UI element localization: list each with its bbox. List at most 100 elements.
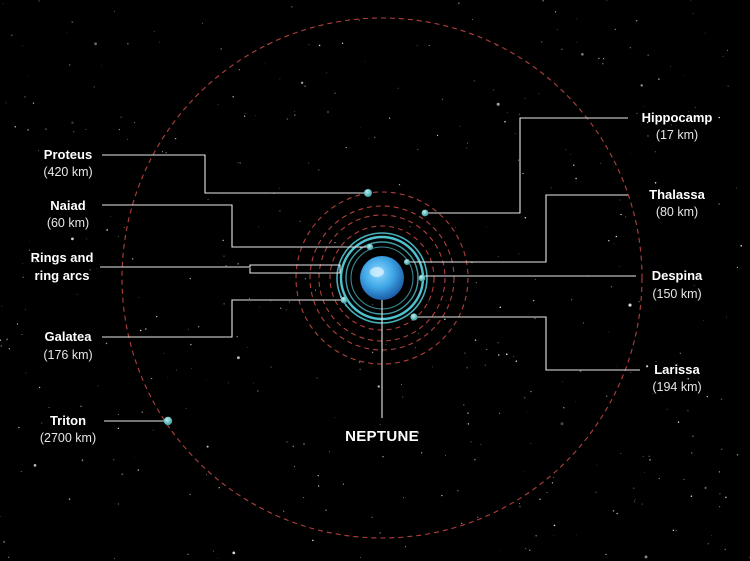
galatea-leader [102, 299, 343, 338]
star [6, 338, 9, 341]
star [553, 524, 556, 527]
star [515, 133, 517, 134]
star [5, 102, 7, 104]
despina-moon [418, 274, 426, 282]
hippocamp-moon [421, 209, 429, 217]
galatea-name: Galatea [45, 329, 93, 344]
star [522, 471, 524, 472]
star [232, 551, 236, 555]
star [379, 532, 381, 534]
star [29, 241, 30, 242]
larissa-moon [410, 313, 418, 321]
star [553, 535, 554, 537]
star [642, 455, 644, 457]
star [312, 539, 314, 542]
star [27, 75, 29, 77]
star [670, 124, 673, 126]
star [308, 162, 309, 164]
star [223, 255, 225, 257]
star [402, 396, 404, 398]
star [300, 81, 304, 84]
star [615, 235, 617, 238]
star [538, 93, 540, 95]
star [270, 366, 272, 368]
star [486, 349, 488, 351]
star [581, 52, 584, 56]
star [20, 471, 22, 473]
galatea-moon [340, 296, 348, 304]
star [638, 301, 640, 303]
star [218, 487, 220, 489]
star [106, 229, 108, 231]
star [397, 87, 399, 89]
star [496, 102, 500, 106]
star [576, 18, 578, 20]
star [206, 378, 207, 380]
triton-moon [163, 416, 173, 426]
star [616, 512, 618, 515]
star [722, 55, 724, 57]
star [704, 486, 707, 489]
star [113, 10, 116, 12]
star [304, 85, 306, 87]
star [123, 227, 125, 229]
star [470, 441, 472, 443]
star [76, 293, 78, 295]
star [464, 352, 466, 354]
star [190, 368, 192, 370]
star [620, 453, 622, 454]
star [646, 121, 649, 124]
star [253, 382, 254, 384]
star [474, 339, 477, 341]
rings-label-line2: ring arcs [35, 268, 90, 283]
star [499, 412, 501, 414]
star [0, 339, 1, 341]
triton-orbit [121, 17, 643, 539]
star [318, 485, 320, 487]
star [69, 64, 71, 66]
star [222, 239, 224, 242]
star [654, 151, 656, 153]
star [724, 548, 726, 550]
star [327, 111, 329, 113]
star [486, 226, 487, 228]
star [675, 530, 677, 532]
star [127, 138, 128, 140]
star [463, 404, 465, 406]
star [139, 329, 142, 332]
star [694, 106, 696, 108]
naiad-leader [102, 204, 368, 248]
star [658, 477, 660, 479]
star [519, 506, 521, 508]
hippocamp-orbit [318, 214, 446, 342]
star [237, 162, 239, 164]
star [237, 263, 239, 265]
star [217, 104, 219, 105]
star [644, 472, 646, 474]
star [658, 78, 660, 80]
star [608, 239, 610, 242]
star [334, 92, 336, 94]
star [666, 409, 668, 411]
star [34, 260, 37, 263]
proteus-leader [102, 154, 366, 194]
star [573, 164, 575, 166]
star [325, 509, 327, 511]
star [315, 289, 317, 291]
star [68, 498, 71, 500]
star [1, 305, 3, 307]
hippocamp-size: (17 km) [656, 128, 698, 142]
star [600, 162, 602, 165]
star [625, 216, 627, 218]
star [21, 334, 23, 335]
star [318, 44, 321, 47]
neptune-planet [360, 256, 404, 300]
star [575, 177, 577, 180]
star [379, 424, 381, 426]
star [467, 423, 470, 425]
star [81, 459, 84, 462]
star [414, 347, 416, 349]
star [645, 365, 649, 368]
star [457, 489, 459, 491]
star [512, 356, 514, 358]
